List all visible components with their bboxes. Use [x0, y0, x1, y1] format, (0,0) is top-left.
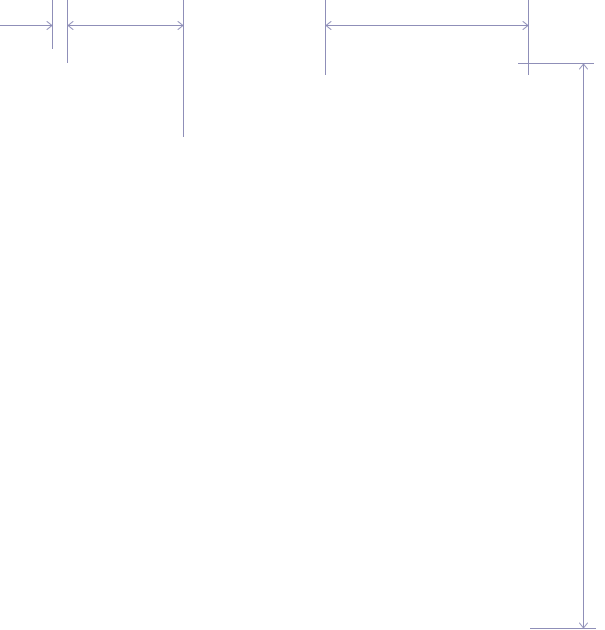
arrowheads	[46, 21, 588, 629]
arrowhead-span-left-start	[67, 21, 74, 30]
extension-lines	[52, 0, 529, 137]
dimension-lines	[0, 25, 584, 628]
arrowhead-vertical-bottom	[579, 622, 588, 629]
arrowhead-span-left-end	[177, 21, 184, 30]
arrowhead-span-right-start	[325, 21, 332, 30]
arrowhead-left-leader-end	[46, 21, 53, 30]
horizontal-extension-lines	[518, 63, 596, 629]
arrowhead-vertical-top	[579, 63, 588, 70]
arrowhead-span-right-end	[522, 21, 529, 30]
